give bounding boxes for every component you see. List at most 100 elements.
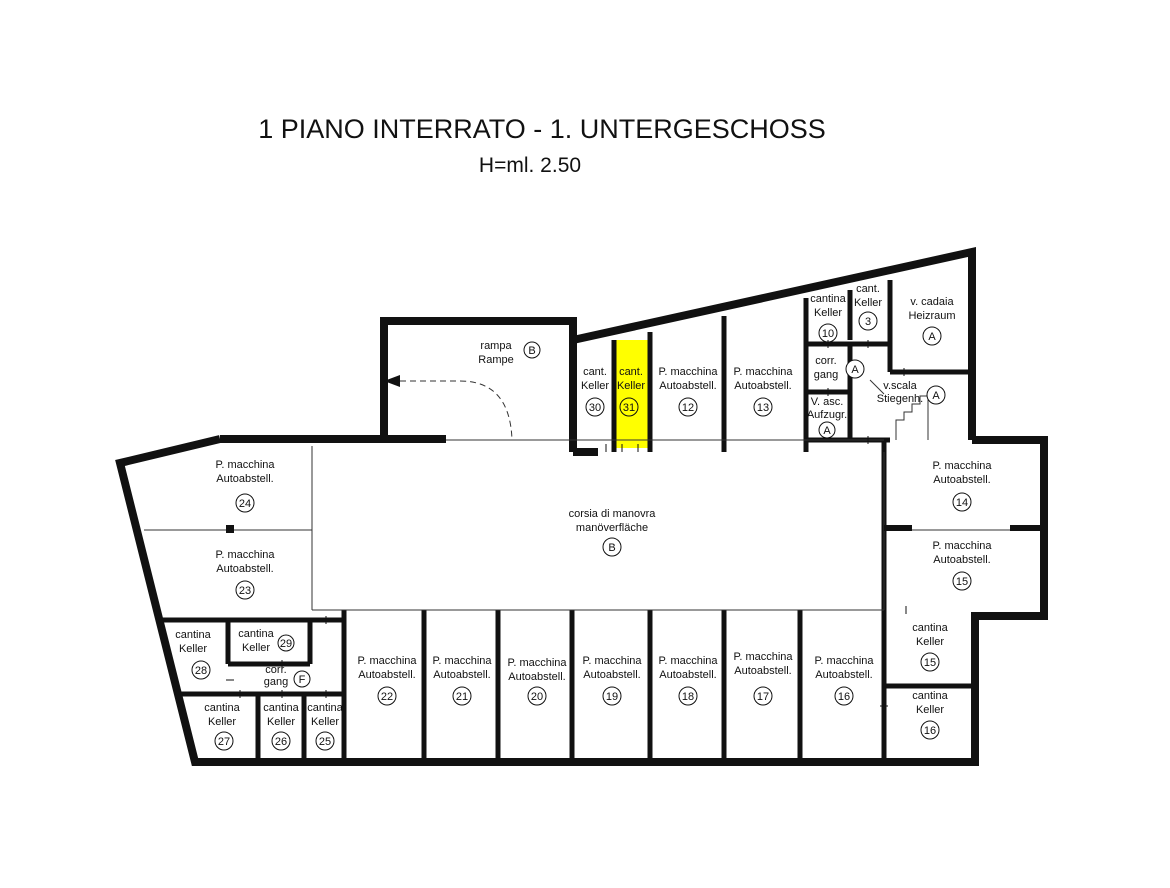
- svg-text:corr.: corr.: [815, 355, 836, 367]
- room-heizraum: v. cadaia Heizraum A: [908, 296, 956, 346]
- svg-text:P. macchina: P. macchina: [733, 366, 793, 378]
- room-p17: P. macchina Autoabstell. 17: [733, 651, 793, 706]
- svg-text:rampa: rampa: [480, 340, 512, 352]
- svg-text:v. cadaia: v. cadaia: [910, 296, 954, 308]
- svg-text:Autoabstell.: Autoabstell.: [734, 380, 791, 392]
- svg-text:cantina: cantina: [307, 702, 343, 714]
- svg-text:P. macchina: P. macchina: [507, 657, 567, 669]
- room-cant10: cantina Keller 10: [810, 293, 847, 343]
- room-corr-f: corr. gang F: [264, 664, 311, 688]
- svg-text:19: 19: [606, 691, 618, 703]
- svg-text:P. macchina: P. macchina: [215, 549, 275, 561]
- svg-text:14: 14: [956, 497, 968, 509]
- svg-text:Keller: Keller: [208, 716, 236, 728]
- svg-text:31: 31: [623, 402, 635, 414]
- svg-text:corsia di manovra: corsia di manovra: [569, 508, 657, 520]
- svg-text:13: 13: [757, 402, 769, 414]
- svg-text:A: A: [823, 425, 831, 437]
- svg-text:B: B: [528, 345, 535, 357]
- plan-height: H=ml. 2.50: [479, 154, 581, 177]
- svg-text:Keller: Keller: [242, 642, 270, 654]
- svg-text:P. macchina: P. macchina: [814, 655, 874, 667]
- svg-text:Autoabstell.: Autoabstell.: [216, 473, 273, 485]
- svg-text:gang: gang: [264, 676, 288, 688]
- highlight-cant31: [614, 340, 650, 448]
- svg-text:24: 24: [239, 498, 251, 510]
- room-cant15: cantina Keller 15: [912, 622, 949, 672]
- room-p24: P. macchina Autoabstell. 24: [215, 459, 275, 513]
- svg-text:P. macchina: P. macchina: [658, 655, 718, 667]
- svg-text:Rampe: Rampe: [478, 354, 513, 366]
- svg-text:29: 29: [280, 638, 292, 650]
- svg-text:Heizraum: Heizraum: [908, 310, 955, 322]
- svg-text:manöverfläche: manöverfläche: [576, 522, 648, 534]
- svg-text:Stiegenh.: Stiegenh.: [877, 393, 923, 405]
- svg-text:A: A: [851, 364, 859, 376]
- room-p13: P. macchina Autoabstell. 13: [733, 366, 793, 417]
- svg-text:P. macchina: P. macchina: [733, 651, 793, 663]
- svg-text:18: 18: [682, 691, 694, 703]
- svg-text:P. macchina: P. macchina: [658, 366, 718, 378]
- room-corsia: corsia di manovra manöverfläche B: [569, 508, 657, 557]
- svg-text:10: 10: [822, 328, 834, 340]
- svg-text:15: 15: [956, 576, 968, 588]
- svg-text:Autoabstell.: Autoabstell.: [583, 669, 640, 681]
- svg-text:21: 21: [456, 691, 468, 703]
- svg-text:B: B: [608, 542, 615, 554]
- room-p23: P. macchina Autoabstell. 23: [215, 549, 275, 600]
- room-p19: P. macchina Autoabstell. 19: [582, 655, 642, 706]
- room-p22: P. macchina Autoabstell. 22: [357, 655, 417, 706]
- room-cant3: cant. Keller 3: [854, 283, 882, 331]
- svg-text:A: A: [932, 390, 940, 402]
- svg-text:Autoabstell.: Autoabstell.: [734, 665, 791, 677]
- svg-text:Autoabstell.: Autoabstell.: [933, 474, 990, 486]
- svg-text:P. macchina: P. macchina: [215, 459, 275, 471]
- room-p16: P. macchina Autoabstell. 16: [814, 655, 874, 706]
- svg-text:corr.: corr.: [265, 664, 286, 676]
- svg-text:16: 16: [838, 691, 850, 703]
- room-cant28: cantina Keller 28: [175, 629, 212, 680]
- svg-text:Keller: Keller: [814, 307, 842, 319]
- svg-text:30: 30: [589, 402, 601, 414]
- svg-text:Autoabstell.: Autoabstell.: [815, 669, 872, 681]
- svg-text:3: 3: [865, 316, 871, 328]
- svg-text:cantina: cantina: [810, 293, 846, 305]
- svg-text:cant.: cant.: [619, 366, 643, 378]
- room-cant30: cant. Keller 30: [581, 366, 609, 417]
- svg-text:20: 20: [531, 691, 543, 703]
- svg-text:cantina: cantina: [175, 629, 211, 641]
- svg-text:P. macchina: P. macchina: [582, 655, 642, 667]
- svg-text:Keller: Keller: [617, 380, 645, 392]
- plan-title: 1 PIANO INTERRATO - 1. UNTERGESCHOSS: [258, 114, 826, 144]
- interior-walls: [160, 280, 975, 762]
- svg-text:Autoabstell.: Autoabstell.: [433, 669, 490, 681]
- svg-text:P. macchina: P. macchina: [357, 655, 417, 667]
- svg-text:Autoabstell.: Autoabstell.: [659, 380, 716, 392]
- svg-text:12: 12: [682, 402, 694, 414]
- room-cant29: cantina Keller 29: [238, 628, 295, 654]
- svg-text:16: 16: [924, 725, 936, 737]
- svg-text:Keller: Keller: [179, 643, 207, 655]
- svg-text:27: 27: [218, 736, 230, 748]
- svg-text:cant.: cant.: [583, 366, 607, 378]
- svg-text:22: 22: [381, 691, 393, 703]
- svg-text:P. macchina: P. macchina: [432, 655, 492, 667]
- room-cant26: cantina Keller 26: [263, 702, 300, 751]
- svg-text:cantina: cantina: [238, 628, 274, 640]
- svg-text:Keller: Keller: [854, 297, 882, 309]
- svg-text:gang: gang: [814, 369, 838, 381]
- svg-text:Autoabstell.: Autoabstell.: [508, 671, 565, 683]
- svg-text:cantina: cantina: [912, 622, 948, 634]
- svg-text:15: 15: [924, 657, 936, 669]
- room-p20: P. macchina Autoabstell. 20: [507, 657, 567, 706]
- svg-text:Autoabstell.: Autoabstell.: [933, 554, 990, 566]
- svg-text:Keller: Keller: [916, 704, 944, 716]
- svg-text:P. macchina: P. macchina: [932, 540, 992, 552]
- svg-text:cantina: cantina: [263, 702, 299, 714]
- svg-text:V. asc.: V. asc.: [811, 396, 844, 408]
- room-p18: P. macchina Autoabstell. 18: [658, 655, 718, 706]
- svg-text:v.scala: v.scala: [883, 380, 917, 392]
- room-cant27: cantina Keller 27: [204, 702, 241, 751]
- svg-text:F: F: [299, 674, 306, 686]
